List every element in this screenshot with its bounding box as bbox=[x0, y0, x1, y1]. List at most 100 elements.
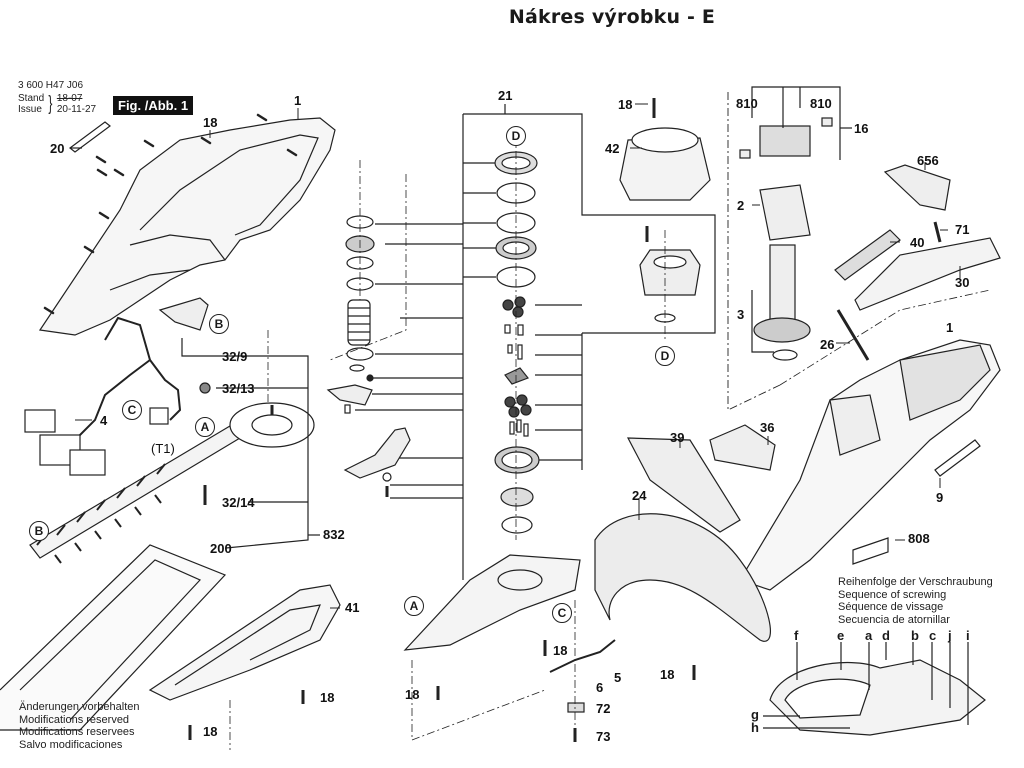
cover-b bbox=[158, 297, 209, 331]
callout-16: 16 bbox=[854, 121, 869, 136]
sequence-letter-j: j bbox=[948, 628, 952, 643]
callout-36: 36 bbox=[760, 420, 775, 435]
housing-lower bbox=[148, 584, 341, 701]
callout-2: 2 bbox=[737, 198, 745, 213]
gear-housing bbox=[403, 554, 581, 651]
sequence-line: Secuencia de atornillar bbox=[838, 613, 950, 626]
callout-30: 30 bbox=[955, 275, 970, 290]
callout-18-housing: 18 bbox=[320, 690, 335, 705]
wire-harness bbox=[24, 316, 182, 476]
callout-808: 808 bbox=[908, 531, 930, 546]
callout-26: 26 bbox=[820, 337, 835, 352]
screw-sequence-heading: Reihenfolge der Verschraubung Sequence o… bbox=[838, 576, 993, 626]
note-line: Änderungen vorbehalten bbox=[19, 701, 140, 713]
marker-d-top: D bbox=[506, 126, 526, 146]
marker-a-blade: A bbox=[195, 417, 215, 437]
label-9 bbox=[934, 439, 981, 477]
armature bbox=[751, 244, 811, 361]
callout-24: 24 bbox=[632, 488, 647, 503]
sequence-letter-a: a bbox=[865, 628, 873, 643]
motor-cover bbox=[619, 98, 711, 201]
sequence-letter-e: e bbox=[837, 628, 845, 643]
callout-1-top: 1 bbox=[294, 93, 302, 108]
blade-guard bbox=[0, 544, 227, 731]
callout-39: 39 bbox=[670, 430, 685, 445]
note-line: Modifications reserved bbox=[19, 713, 130, 726]
callout-20: 20 bbox=[50, 141, 65, 156]
marker-b-blade: B bbox=[29, 521, 49, 541]
callout-1-right: 1 bbox=[946, 320, 954, 335]
callout-18-handle: 18 bbox=[660, 667, 675, 682]
handle-30 bbox=[854, 237, 1001, 311]
callout-32-13: 32/13 bbox=[222, 381, 255, 396]
bracket-21 bbox=[355, 104, 716, 580]
marker-b-top: B bbox=[209, 314, 229, 334]
document-meta: 3 600 H47 J06 Stand Issue } 18-07 20-11-… bbox=[18, 80, 96, 115]
clutch-parts bbox=[326, 215, 411, 497]
rod-26 bbox=[836, 309, 870, 361]
callout-40: 40 bbox=[910, 235, 925, 250]
note-line: Salvo modificaciones bbox=[19, 738, 123, 751]
callout-72: 72 bbox=[596, 701, 611, 716]
switch-t1 bbox=[149, 407, 169, 425]
callout-656: 656 bbox=[917, 153, 939, 168]
housing-half-top bbox=[38, 117, 336, 336]
bearing-support bbox=[639, 226, 701, 323]
part-20-strip bbox=[69, 121, 111, 153]
sequence-letter-i: i bbox=[966, 628, 970, 643]
label-808 bbox=[852, 537, 889, 565]
callout-42: 42 bbox=[605, 141, 620, 156]
sequence-letter-c: c bbox=[929, 628, 937, 643]
callout-73: 73 bbox=[596, 729, 611, 744]
callout-18-bottom: 18 bbox=[203, 724, 218, 739]
brush-holder bbox=[739, 86, 852, 160]
page-title: Nákres výrobku - E bbox=[508, 6, 716, 28]
sequence-letter-g: g bbox=[751, 707, 759, 722]
callout-21: 21 bbox=[498, 88, 513, 103]
bow-handle-24 bbox=[594, 513, 771, 642]
sequence-line: Sequence of screwing bbox=[838, 588, 947, 601]
vent-39 bbox=[626, 437, 741, 533]
spring-71 bbox=[933, 221, 942, 243]
sequence-figure bbox=[763, 642, 986, 736]
gear-rings bbox=[494, 151, 540, 534]
bracket-832 bbox=[181, 338, 320, 549]
leader-lines bbox=[75, 103, 961, 609]
callout-810-right: 810 bbox=[810, 96, 832, 111]
callout-18-b: 18 bbox=[553, 643, 568, 658]
issue-date: 20-11-27 bbox=[56, 104, 97, 115]
note-line: Modifications reservees bbox=[19, 726, 135, 738]
sequence-letter-b: b bbox=[911, 628, 919, 643]
callout-32-9: 32/9 bbox=[222, 349, 248, 364]
marker-c-wire: C bbox=[122, 400, 142, 420]
callout-3: 3 bbox=[737, 307, 745, 322]
lever-40 bbox=[834, 229, 901, 281]
callout-18-cover: 18 bbox=[618, 97, 633, 112]
callout-810-left: 810 bbox=[736, 96, 758, 111]
callout-5: 5 bbox=[614, 670, 622, 685]
issue-label: Issue bbox=[18, 104, 42, 115]
marker-c-gear: C bbox=[552, 603, 572, 623]
callout-18-top: 18 bbox=[203, 115, 218, 130]
modifications-note: Änderungen vorbehalten Modifications res… bbox=[19, 701, 139, 751]
callout-71: 71 bbox=[955, 222, 970, 237]
cover-36 bbox=[709, 424, 776, 471]
callout-6: 6 bbox=[596, 680, 604, 695]
sequence-line: Reihenfolge der Verschraubung bbox=[838, 576, 993, 588]
power-cable bbox=[549, 639, 616, 673]
field-stator bbox=[759, 184, 811, 241]
screws-top bbox=[43, 113, 298, 315]
callout-9: 9 bbox=[936, 490, 944, 505]
sequence-letter-f: f bbox=[794, 628, 799, 643]
callout-18-a: 18 bbox=[405, 687, 420, 702]
brace-icon: } bbox=[48, 93, 53, 115]
nut-32-13 bbox=[199, 382, 211, 394]
callout-t1: (T1) bbox=[151, 441, 175, 456]
marker-d-bottom: D bbox=[655, 346, 675, 366]
sequence-letter-d: d bbox=[882, 628, 890, 643]
callout-32-14: 32/14 bbox=[222, 495, 255, 510]
stand-label: Stand bbox=[18, 93, 45, 104]
figure-label: Fig. /Abb. 1 bbox=[113, 96, 194, 115]
callout-832: 832 bbox=[323, 527, 345, 542]
